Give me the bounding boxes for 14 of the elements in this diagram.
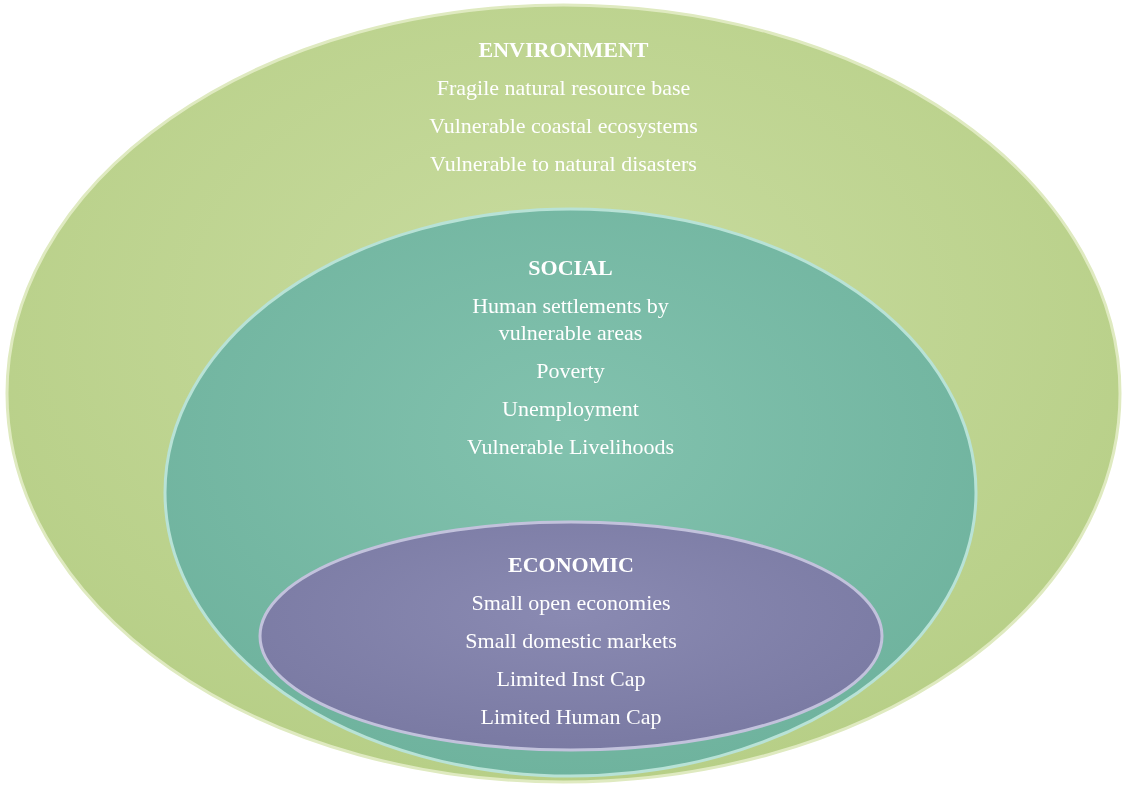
category-heading: ENVIRONMENT <box>478 36 649 63</box>
list-item: Fragile natural resource base <box>436 74 691 101</box>
list-item: Vulnerable coastal ecosystems <box>429 112 698 139</box>
list-item: Small domestic markets <box>465 627 677 654</box>
list-item: Vulnerable Livelihoods <box>467 433 674 460</box>
list-item: Vulnerable to natural disasters <box>430 150 697 177</box>
list-item: Limited Inst Cap <box>496 665 646 692</box>
list-item: Unemployment <box>502 395 639 422</box>
list-item: Limited Human Cap <box>480 703 662 730</box>
category-heading: SOCIAL <box>528 254 613 281</box>
list-item: Poverty <box>536 357 605 384</box>
category-heading: ECONOMIC <box>508 551 634 578</box>
list-item: Small open economies <box>471 589 671 616</box>
list-item: Human settlements by vulnerable areas <box>471 292 670 346</box>
